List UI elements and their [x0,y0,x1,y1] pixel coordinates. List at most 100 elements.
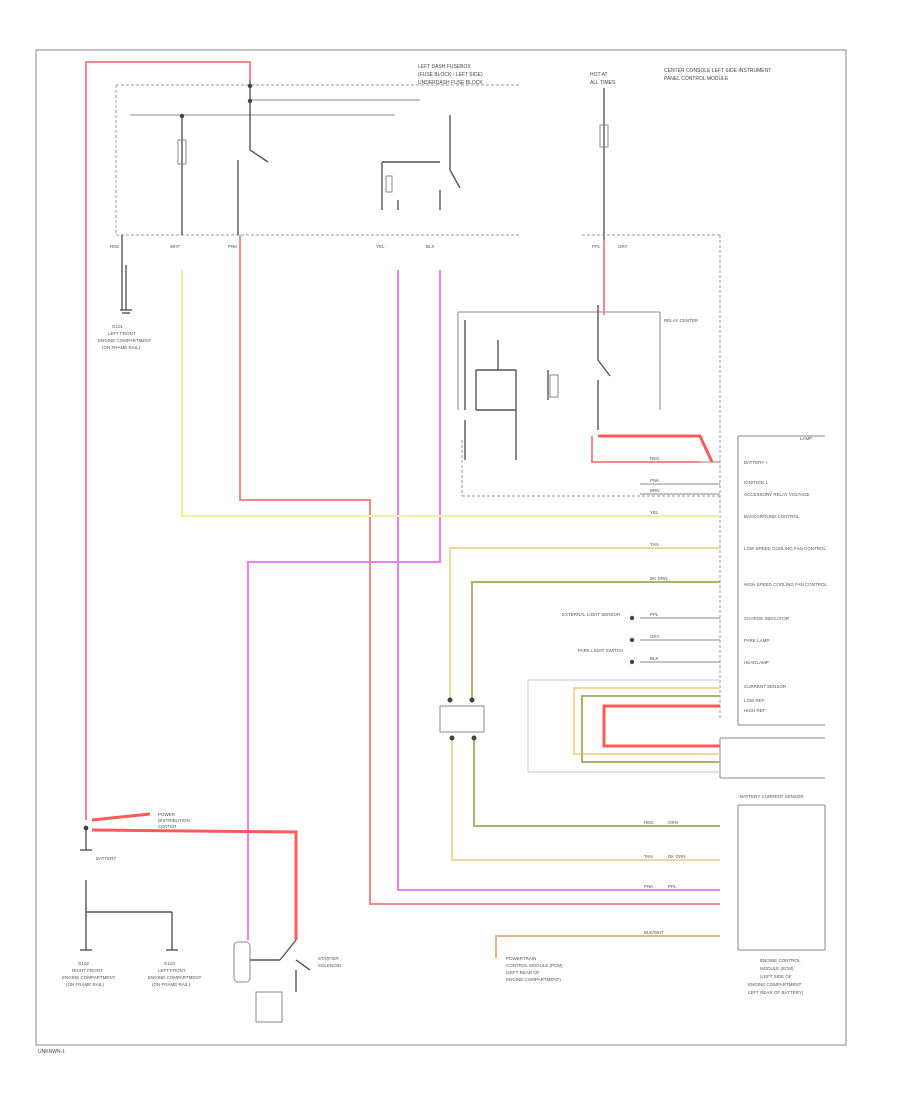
wire-battery-cable [91,828,298,940]
svg-text:WHT: WHT [170,244,180,249]
top-right-label: CENTER CONSOLE LEFT SIDE INSTRUMENT PANE… [590,68,771,86]
svg-text:CONTROL MODULE (PCM): CONTROL MODULE (PCM) [506,963,563,968]
wire-magenta-1 [397,270,720,891]
generator-dots: EXTERNAL LIGHT SENSOR PARK LIGHT SWITCH [562,612,635,665]
svg-text:CENTER CONSOLE LEFT SIDE INSTR: CENTER CONSOLE LEFT SIDE INSTRUMENT [664,68,771,74]
svg-text:G103: G103 [164,961,176,966]
svg-text:ENGINE CONTROL: ENGINE CONTROL [760,958,801,963]
svg-text:PNK: PNK [644,884,653,889]
svg-text:TAN: TAN [650,542,659,547]
svg-text:ENGINE COMPARTMENT: ENGINE COMPARTMENT [98,338,152,343]
svg-text:YEL: YEL [650,510,659,515]
svg-text:LEFT DASH FUSEBOX: LEFT DASH FUSEBOX [418,64,471,70]
top-center-label: LEFT DASH FUSEBOX (FUSE BLOCK - LEFT SID… [418,64,483,86]
svg-text:TAN: TAN [644,854,653,859]
svg-text:LEFT REAR OF BATTERY): LEFT REAR OF BATTERY) [748,990,804,995]
svg-text:YEL: YEL [376,244,385,249]
svg-text:CHARGE INDICATOR: CHARGE INDICATOR [744,616,790,621]
svg-text:CURRENT SENSOR: CURRENT SENSOR [744,684,787,689]
svg-text:BLK/WHT: BLK/WHT [644,930,664,935]
svg-text:RIGHT FRONT: RIGHT FRONT [72,968,103,973]
wire-sensor-2 [581,695,720,763]
svg-text:PPL: PPL [668,884,677,889]
pcm-notes: POWERTRAIN CONTROL MODULE (PCM) (LEFT RE… [506,956,563,982]
svg-text:EXTERNAL LIGHT SENSOR: EXTERNAL LIGHT SENSOR [562,612,621,617]
svg-text:BRN: BRN [650,488,660,493]
wire-tan-1 [449,547,720,700]
svg-text:GRY: GRY [650,634,660,639]
diagram-frame [35,49,847,1046]
svg-text:(LEFT REAR OF: (LEFT REAR OF [506,970,540,975]
ground-right: G102 RIGHT FRONT ENGINE COMPARTMENT (ON … [62,961,116,987]
svg-text:BATTERY: BATTERY [96,856,116,861]
svg-text:PPL: PPL [650,612,659,617]
wire-pcm-ignition [591,436,700,463]
svg-text:LEFT FRONT: LEFT FRONT [158,968,186,973]
svg-text:RELAY CENTER: RELAY CENTER [664,318,699,323]
wire-yellow [181,270,720,517]
svg-text:(LEFT SIDE OF: (LEFT SIDE OF [760,974,792,979]
svg-text:DK GRN: DK GRN [668,854,686,859]
svg-text:ORN: ORN [668,820,678,825]
svg-text:PNK: PNK [650,478,659,483]
svg-text:GRY: GRY [618,244,628,249]
svg-text:ENGINE COMPARTMENT): ENGINE COMPARTMENT) [506,977,561,982]
wire-sensor-3 [602,704,720,748]
svg-text:ENGINE COMPARTMENT: ENGINE COMPARTMENT [748,982,802,987]
wire-orange [495,935,720,958]
svg-text:MODULE (ECM): MODULE (ECM) [760,966,794,971]
svg-text:BATTERY +: BATTERY + [744,460,769,465]
wire-tan-2 [451,740,720,861]
pcm-pin-labels: BATTERY + IGNITION 1 ACCESSORY RELAY VOL… [744,460,828,713]
wire-olive-2 [473,740,720,827]
svg-text:(ON FRAME RAIL): (ON FRAME RAIL) [152,982,191,987]
battery-current-sensor-label: BATTERY CURRENT SENSOR [740,794,804,799]
svg-text:CENTER: CENTER [158,824,177,829]
wire-ignition [239,235,720,905]
svg-text:STARTER: STARTER [318,956,339,961]
svg-text:BLK: BLK [650,656,659,661]
battery: BATTERY [80,825,178,951]
svg-text:PANEL CONTROL MODULE: PANEL CONTROL MODULE [664,76,729,82]
svg-text:POWER: POWER [158,812,176,817]
top-fuse-block [115,75,520,236]
svg-text:HEADLAMP: HEADLAMP [744,660,769,665]
connector-stubs [121,235,605,310]
svg-text:PPL: PPL [592,244,601,249]
svg-text:(FUSE BLOCK - LEFT SIDE): (FUSE BLOCK - LEFT SIDE) [418,72,483,78]
svg-text:G102: G102 [78,961,90,966]
svg-text:(ON FRAME RAIL): (ON FRAME RAIL) [66,982,105,987]
pcm-pin-ticks [640,461,720,663]
wire-battery-feed [85,61,251,820]
svg-text:LAMP: LAMP [800,436,812,441]
svg-text:DISTRIBUTION: DISTRIBUTION [158,818,190,823]
svg-text:LEFT FRONT: LEFT FRONT [108,331,136,336]
svg-text:BLK: BLK [426,244,435,249]
svg-text:PNK: PNK [228,244,237,249]
svg-text:(ON FRAME RAIL): (ON FRAME RAIL) [102,345,141,350]
wire-pcm-battery [598,434,714,463]
svg-text:PARK LIGHT SWITCH: PARK LIGHT SWITCH [578,648,623,653]
ground-center: G103 LEFT FRONT ENGINE COMPARTMENT (ON F… [148,961,202,987]
svg-text:ENGINE COMPARTMENT: ENGINE COMPARTMENT [148,975,202,980]
wire-sensor-4 [527,679,720,773]
svg-text:UNDERDASH FUSE BLOCK: UNDERDASH FUSE BLOCK [418,80,483,86]
wire-power-distribution [91,812,151,822]
svg-text:HOT AT: HOT AT [590,72,608,78]
wire-code-labels: RED WHT PNK YEL BLK PPL GRY RED PNK BRN … [110,244,686,935]
svg-text:RED: RED [644,820,654,825]
svg-text:ENGINE COMPARTMENT: ENGINE COMPARTMENT [62,975,116,980]
generator-connector [439,697,485,741]
wire-magenta-2 [247,270,441,940]
svg-text:PARK LAMP: PARK LAMP [744,638,769,643]
svg-text:RED: RED [650,456,660,461]
svg-text:G101: G101 [112,324,124,329]
ground-left: G101 LEFT FRONT ENGINE COMPARTMENT (ON F… [98,265,152,350]
svg-text:POWERTRAIN: POWERTRAIN [506,956,536,961]
wire-olive-1 [471,581,720,700]
power-distribution-label: POWER DISTRIBUTION CENTER [158,812,190,829]
starter-motor: STARTER SOLENOID [233,939,342,1023]
svg-text:RED: RED [110,244,120,249]
svg-text:HIGH SPEED COOLING FAN CONTROL: HIGH SPEED COOLING FAN CONTROL [744,582,828,587]
